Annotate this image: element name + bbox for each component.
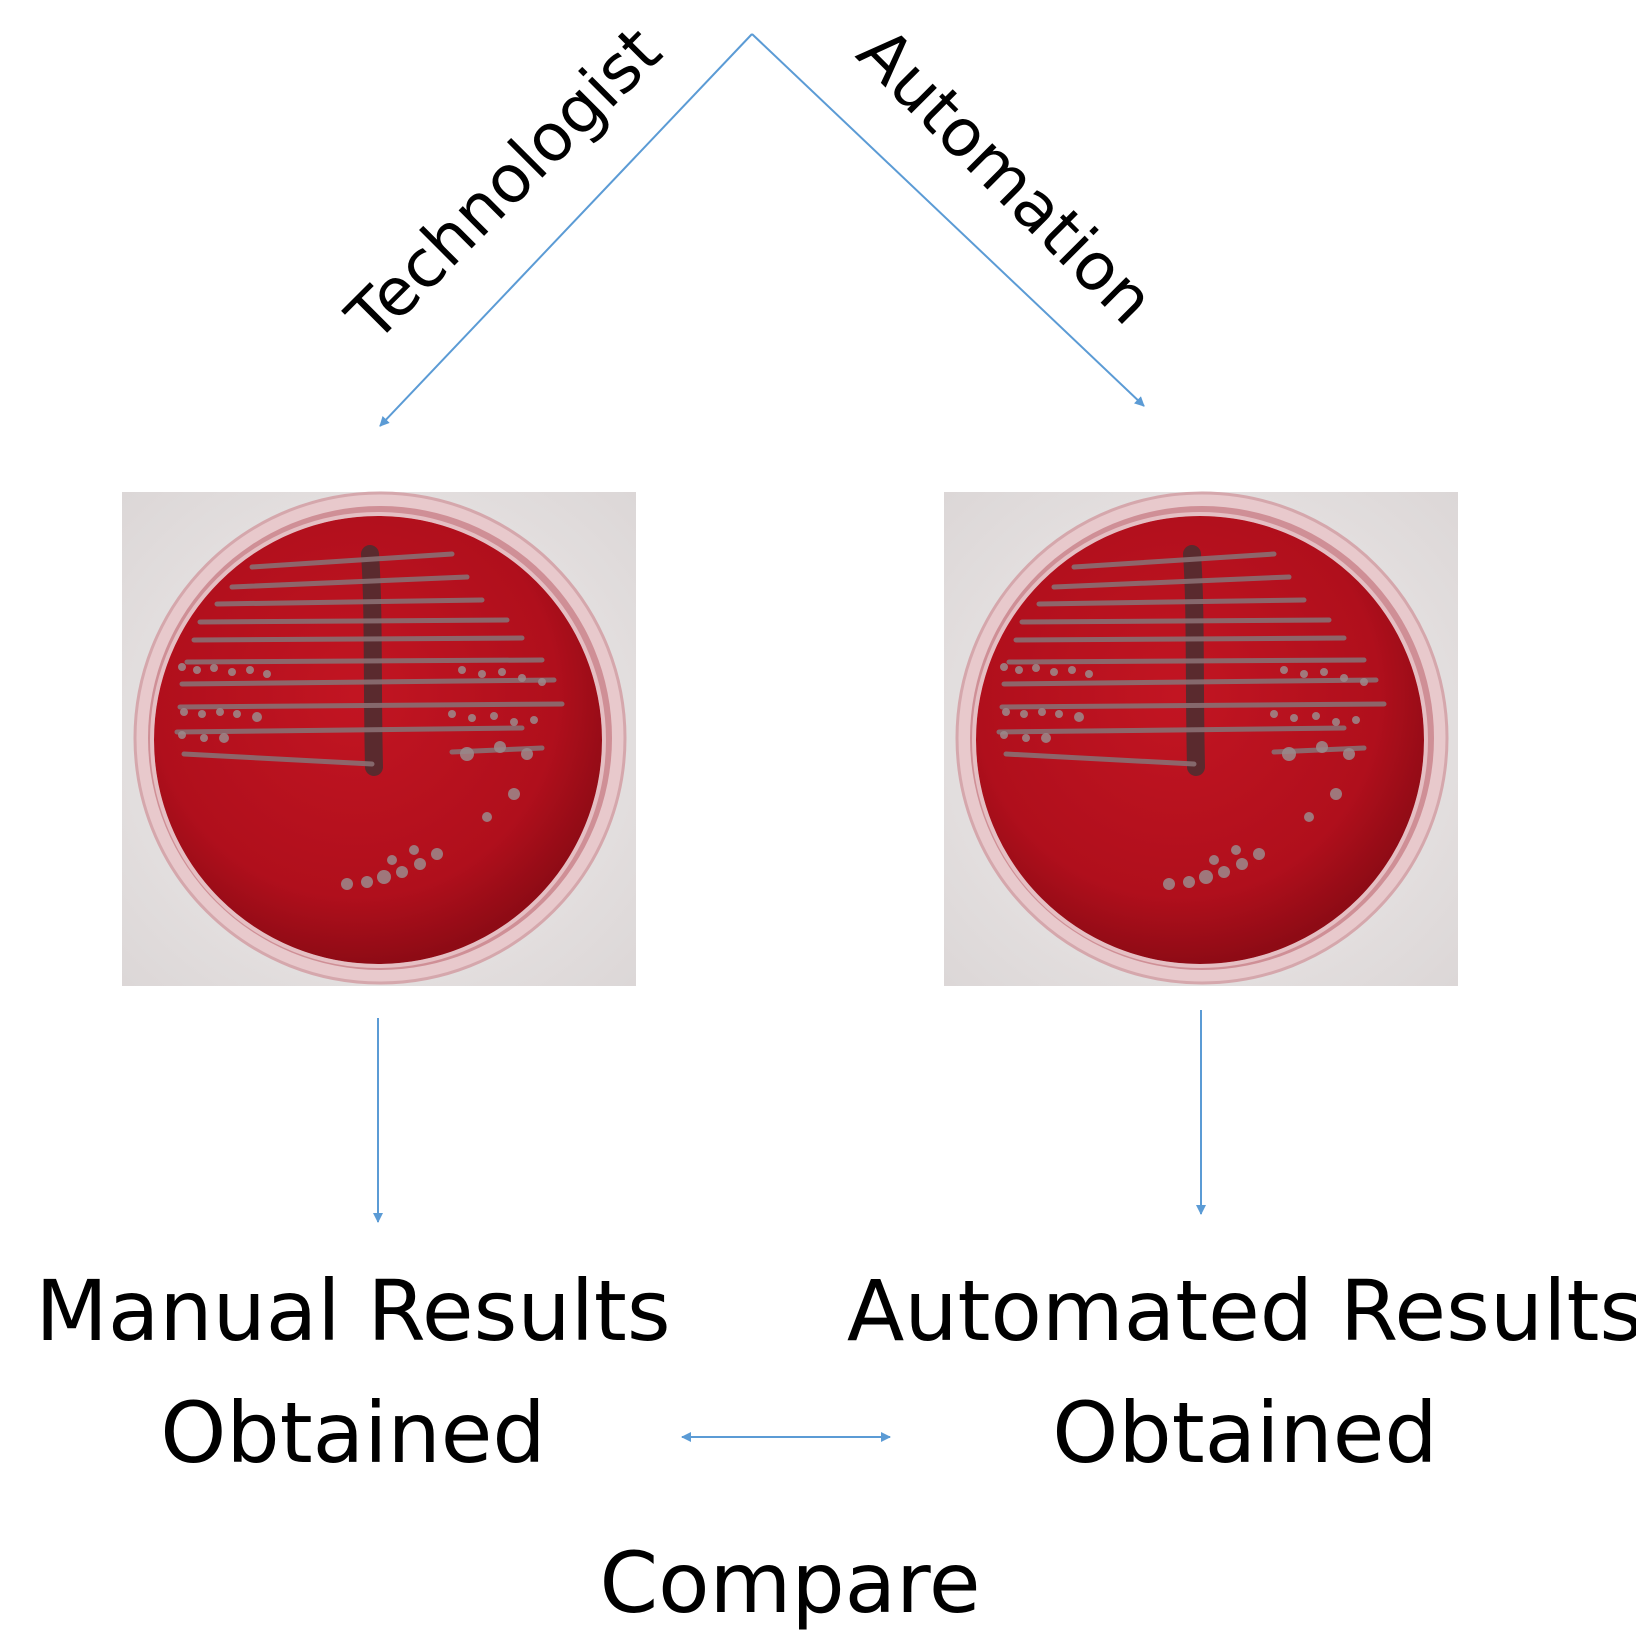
- automated-results-line2: Obtained: [1052, 1384, 1437, 1482]
- technologist-arrow: [379, 33, 753, 427]
- automated-results-line1: Automated Results: [847, 1262, 1636, 1360]
- automated-plate-photo: [944, 492, 1458, 986]
- technologist-label: Technologist: [331, 12, 676, 357]
- manual-plate-photo: [122, 492, 636, 986]
- automation-label: Automation: [843, 13, 1169, 339]
- compare-label: Compare: [599, 1534, 980, 1632]
- manual-results-line2: Obtained: [160, 1384, 545, 1482]
- manual-results-line1: Manual Results: [35, 1262, 670, 1360]
- automation-arrow: [751, 33, 1145, 407]
